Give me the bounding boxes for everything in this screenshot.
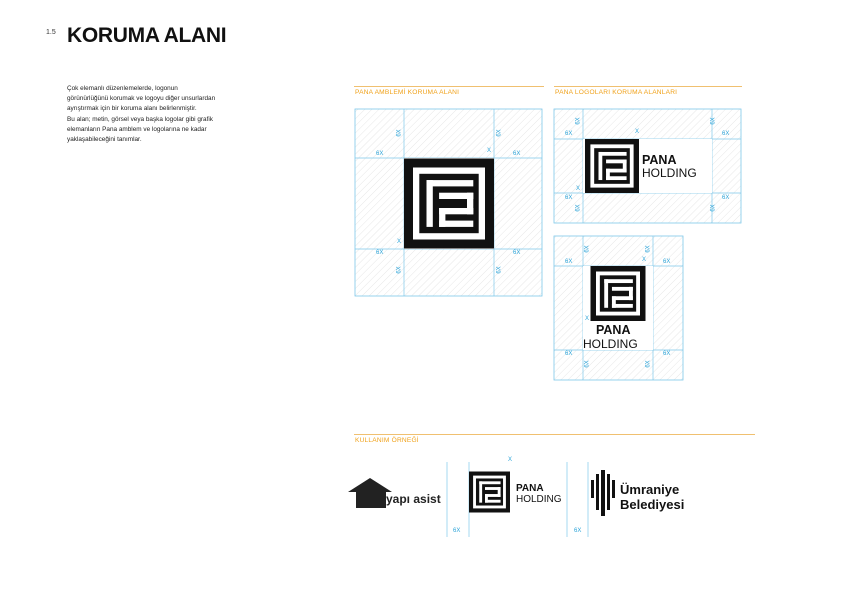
brand-name-bottom: HOLDING [642,166,697,180]
description-line: elemanların Pana amblem ve logolarına ne… [67,125,207,133]
measure-label: 6X [513,250,521,256]
measure-label: 6X [575,204,582,212]
measure-label: 6X [496,129,503,137]
measure-label: X [508,457,513,463]
measure-label: X [635,129,640,135]
section-rule [354,434,755,435]
measure-label: 6X [565,351,573,357]
section-rule [354,86,544,87]
measure-label: 6X [663,259,671,265]
usage-section-header: KULLANIM ÖRNEĞİ [355,437,419,444]
measure-label: 6X [453,528,461,534]
section-number: 1.5 [46,29,56,36]
measure-label: 6X [722,131,730,137]
measure-label: X [487,148,492,154]
pana-emblem-icon [585,139,639,193]
measure-label: 6X [663,351,671,357]
measure-label: 6X [645,360,652,368]
pana-emblem-icon [469,471,510,513]
vertical-logo-protection-diagram [553,235,684,381]
measure-label: 6X [565,259,573,265]
measure-label: 6X [710,117,717,125]
description-line: görünürlüğünü korumak ve logoyu diğer un… [67,95,216,103]
umraniye-wordmark-line1: Ümraniye [620,482,680,497]
logos-section-header: PANA LOGOLARI KORUMA ALANLARI [555,89,678,96]
measure-label: 6X [710,204,717,212]
measure-label: X [585,316,590,322]
page-title: KORUMA ALANI [67,24,227,47]
measure-label: 6X [575,117,582,125]
measure-label: 6X [376,151,384,157]
description-line: Bu alan; metin, görsel veya başka logola… [67,115,213,123]
brand-name-bottom: HOLDING [583,337,638,351]
pana-emblem-icon [590,266,646,321]
umraniye-logo-icon [591,470,615,516]
measure-label: 6X [722,195,730,201]
yapi-asist-logo-icon [348,478,392,508]
measure-label: 6X [376,250,384,256]
emblem-section-header: PANA AMBLEMİ KORUMA ALANI [355,89,460,96]
pana-emblem-icon [404,158,494,249]
measure-label: 6X [584,360,591,368]
measure-label: 6X [565,131,573,137]
brand-name-bottom: HOLDING [516,494,562,505]
description-text: Çok elemanlı düzenlemelerde, logonun gör… [67,84,267,145]
measure-label: X [397,239,402,245]
usage-example [348,462,615,537]
measure-label: 6X [396,129,403,137]
measure-label: 6X [584,245,591,253]
measure-label: 6X [645,245,652,253]
section-rule [554,86,742,87]
umraniye-wordmark-line2: Belediyesi [620,497,685,512]
description-line: Çok elemanlı düzenlemelerde, logonun [67,85,178,92]
emblem-protection-diagram [354,108,543,297]
yapi-asist-wordmark: yapı asist [386,492,441,506]
measure-label: 6X [496,266,503,274]
measure-label: X [642,257,647,263]
description-line: yaklaşabileceğini tanımlar. [67,136,142,144]
measure-label: X [576,186,581,192]
brand-name-top: PANA [596,323,631,337]
horizontal-logo-protection-diagram [553,108,742,224]
measure-label: 6X [396,266,403,274]
measure-label: 6X [574,528,582,534]
brand-name-top: PANA [516,483,544,494]
measure-label: 6X [513,151,521,157]
brand-name-top: PANA [642,153,677,167]
measure-label: 6X [565,195,573,201]
description-line: ayrıştırmak için bir koruma alanı belirl… [67,105,197,113]
